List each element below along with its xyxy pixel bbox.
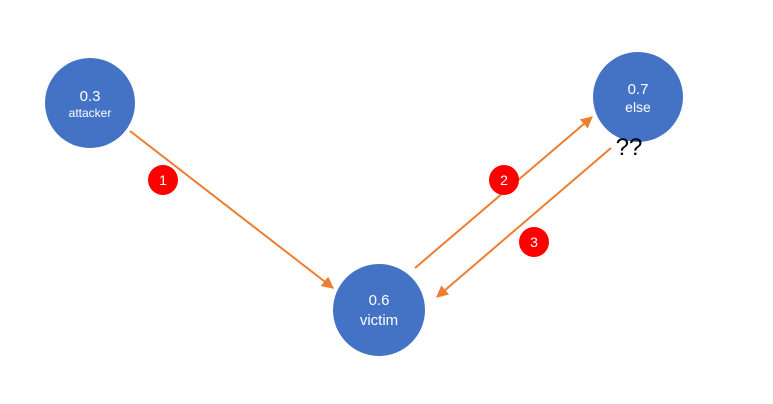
question-mark: ?? bbox=[616, 134, 643, 161]
step-badge-3-circle bbox=[519, 227, 549, 257]
else-label: else bbox=[625, 99, 651, 115]
attacker-label: attacker bbox=[69, 106, 112, 120]
step-badge-2: 2 bbox=[489, 165, 519, 195]
node-attacker: 0.3 attacker bbox=[45, 58, 135, 148]
arrow-attacker-to-victim bbox=[129, 130, 334, 289]
victim-label: victim bbox=[360, 312, 398, 329]
node-victim: 0.6 victim bbox=[333, 264, 425, 356]
arrow-else-to-victim bbox=[436, 147, 612, 298]
else-value: 0.7 bbox=[628, 81, 649, 98]
step-badge-2-circle bbox=[489, 165, 519, 195]
step-badge-2-label: 2 bbox=[500, 172, 508, 188]
attacker-value: 0.3 bbox=[80, 88, 101, 105]
attacker-circle bbox=[45, 58, 135, 148]
victim-circle bbox=[333, 264, 425, 356]
step-badge-1-circle bbox=[148, 165, 178, 195]
else-circle bbox=[593, 52, 683, 142]
step-badge-3: 3 bbox=[519, 227, 549, 257]
node-else: 0.7 else bbox=[593, 52, 683, 142]
step-badge-1: 1 bbox=[148, 165, 178, 195]
victim-value: 0.6 bbox=[369, 292, 390, 309]
step-badge-1-label: 1 bbox=[159, 172, 167, 188]
step-badge-3-label: 3 bbox=[530, 234, 538, 250]
